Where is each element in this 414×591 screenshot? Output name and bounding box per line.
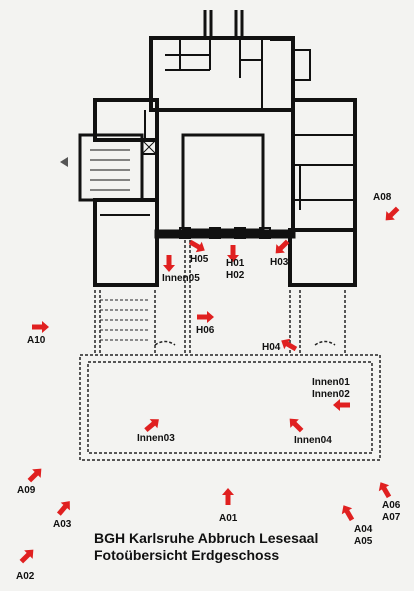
marker-h05: H05	[187, 236, 209, 265]
marker-label: Innen04	[294, 435, 332, 446]
caption-title: BGH Karlsruhe Abbruch Lesesaal	[94, 530, 318, 546]
marker-label: Innen03	[137, 433, 175, 444]
marker-label: Innen05	[162, 273, 200, 284]
caption-subtitle: Fotoübersicht Erdgeschoss	[94, 547, 279, 563]
marker-label: A10	[27, 335, 46, 346]
marker-h04: H04	[262, 335, 299, 355]
marker-a02: A02	[16, 545, 38, 582]
marker-a08: A08	[373, 192, 402, 225]
marker-label: A08	[373, 192, 392, 203]
marker-label: A02	[16, 571, 35, 582]
marker-innen05: Innen05	[162, 255, 200, 284]
marker-a01: A01	[219, 488, 238, 524]
marker-label: H04	[262, 342, 281, 353]
marker-h03: H03	[270, 237, 292, 268]
entrance-triangle-icon	[60, 157, 68, 167]
marker-label: H05	[190, 254, 209, 265]
marker-a09: A09	[17, 464, 46, 496]
marker-label: A03	[53, 519, 72, 530]
marker-a10: A10	[27, 321, 49, 346]
marker-h06: H06	[196, 311, 215, 336]
marker-label: A01	[219, 513, 238, 524]
marker-label: A09	[17, 485, 36, 496]
marker-innen04: Innen04	[285, 414, 332, 446]
building-walls	[78, 10, 357, 287]
marker-label: H06	[196, 325, 215, 336]
demolition-outline	[79, 240, 381, 461]
marker-a03: A03	[53, 497, 75, 530]
marker-innen03: Innen03	[137, 414, 175, 444]
marker-label: H03	[270, 257, 289, 268]
